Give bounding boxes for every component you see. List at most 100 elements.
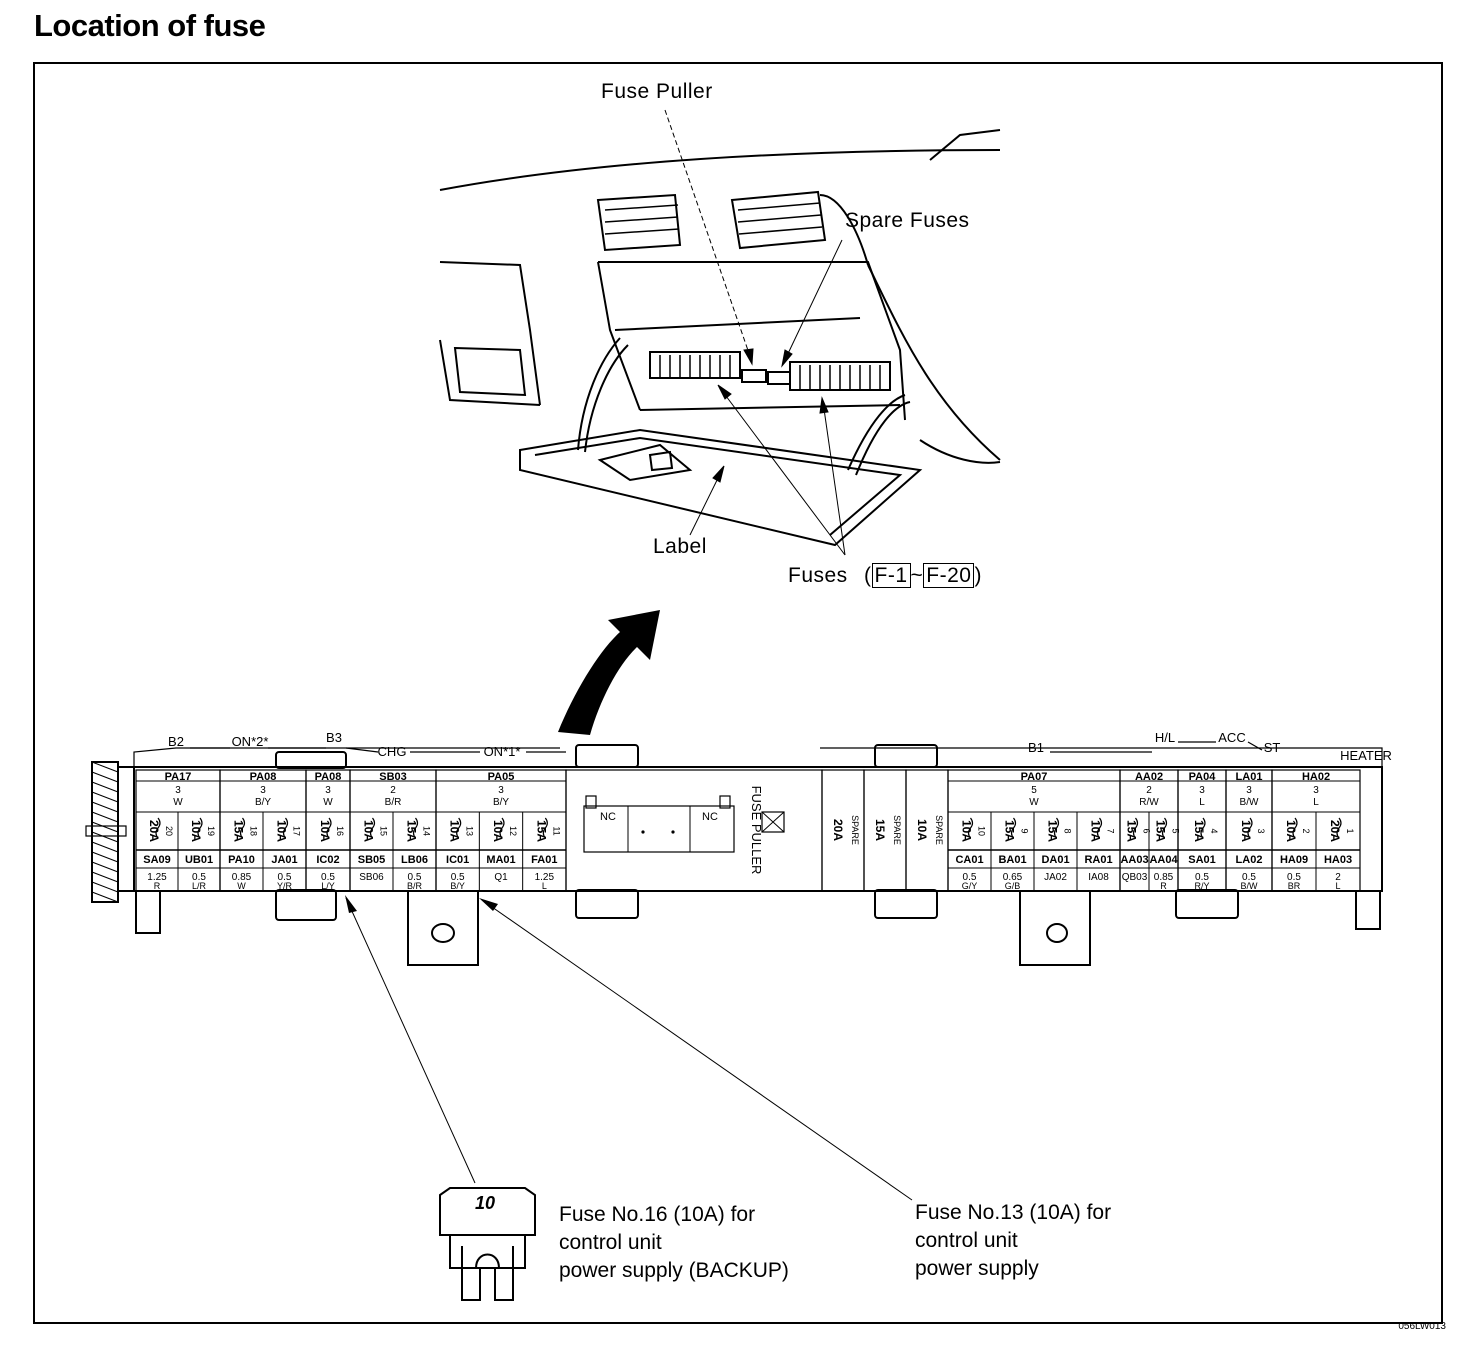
hatch-line (91, 891, 119, 903)
circuit-id: IC02 (316, 854, 339, 866)
wire-size: 0.85 (232, 872, 252, 883)
wire-size: 0.5 (451, 872, 465, 883)
fuse-range-start: F-1 (871, 563, 911, 588)
fuse-number: 5 (1171, 828, 1181, 833)
right-wire-color: W (1029, 797, 1039, 808)
wire-color: R/Y (1194, 881, 1209, 891)
bottom-tab-left (135, 890, 161, 934)
spare-label: SPARE (892, 815, 902, 845)
wire-color: L (1335, 881, 1340, 891)
fuse-number: 17 (292, 826, 302, 836)
fuse-amperage: 15A (405, 820, 419, 842)
spare-amperage: 20A (831, 819, 845, 841)
left-wire-color: B/R (385, 797, 402, 808)
wire-size: 2 (1335, 872, 1341, 883)
fuse-amperage: 10A (362, 820, 376, 842)
left-code: SB03 (379, 771, 407, 783)
fuse-puller-label: Fuse Puller (601, 80, 713, 103)
wire-size: 0.5 (278, 872, 292, 883)
nc-label-left: NC (600, 811, 616, 823)
wire-size: 0.5 (1242, 872, 1256, 883)
holder-dot (641, 830, 645, 834)
wire-color: R (1160, 881, 1167, 891)
circuit-id: HA03 (1324, 854, 1352, 866)
fuse-amperage: 15A (232, 820, 246, 842)
fuse-puller-holder (583, 805, 735, 853)
hatch-line (91, 771, 119, 783)
circuit-id: DA01 (1041, 854, 1069, 866)
nc-label-right: NC (702, 811, 718, 823)
fuse-number: 15 (379, 826, 389, 836)
wire-size: 0.5 (1195, 872, 1209, 883)
wire-color: B/Y (450, 881, 465, 891)
wire-size: Q1 (494, 872, 508, 883)
left-wire-color: B/Y (493, 797, 509, 808)
fuse13-callout: Fuse No.13 (10A) for control unit power … (915, 1201, 1112, 1280)
fuse-symbol (1132, 817, 1139, 839)
wire-size: IA08 (1088, 872, 1109, 883)
drawing-code: 056LW013 (1398, 1321, 1446, 1332)
right-wire-color: L (1313, 797, 1319, 808)
fuse-puller-text: FUSE PULLER (749, 786, 764, 875)
fuse-symbol (239, 817, 246, 839)
wire-size: 0.85 (1154, 872, 1174, 883)
curved-arrow-icon (558, 610, 660, 735)
fuse-symbol (1010, 817, 1017, 839)
fuse-number: 12 (508, 826, 518, 836)
fuse-symbol (1161, 817, 1168, 839)
fuse-amperage: 20A (147, 820, 161, 842)
left-code: PA08 (250, 771, 277, 783)
fuse-symbol (1096, 817, 1103, 839)
hatch-line (91, 861, 119, 873)
fuse-icon-label: 10 (475, 1193, 496, 1213)
circuit-id: RA01 (1084, 854, 1112, 866)
wire-color: BR (1288, 881, 1301, 891)
group-label-6: H/L (1155, 730, 1175, 745)
wire-size: 0.5 (408, 872, 422, 883)
fuse-amperage: 10A (1284, 820, 1298, 842)
circuit-id: AA04 (1149, 854, 1178, 866)
left-pins: 3 (498, 785, 504, 796)
fuse-amperage: 10A (1089, 820, 1103, 842)
holder-tab (585, 795, 597, 809)
group-label-0: B2 (168, 734, 184, 749)
group-label-7: ACC (1218, 730, 1245, 745)
hatch-line (91, 841, 119, 853)
left-wire-color: W (323, 797, 333, 808)
group-label-4: ON*1* (484, 744, 521, 759)
hatch-line (91, 761, 119, 773)
fuse-symbol (456, 817, 462, 839)
fuse-symbol (197, 817, 203, 839)
fuse-amperage: 15A (1154, 820, 1168, 842)
circuit-id: PA10 (228, 854, 255, 866)
right-pins: 5 (1031, 785, 1037, 796)
circuit-id: SB05 (358, 854, 386, 866)
fuse-symbol (369, 817, 376, 839)
left-code: PA08 (315, 771, 342, 783)
right-pins: 3 (1246, 785, 1252, 796)
hatch-line (91, 791, 119, 803)
left-code: PA17 (165, 771, 192, 783)
right-wire-color: B/W (1240, 797, 1259, 808)
fuse-symbol (1292, 817, 1298, 839)
wire-color: Y/R (277, 881, 293, 891)
fuse-amperage: 15A (1125, 820, 1139, 842)
group-label-3: CHG (378, 744, 407, 759)
hatch-line (91, 881, 119, 893)
fuse-amperage: 10A (189, 820, 203, 842)
group-label-5: B1 (1028, 740, 1044, 755)
fuse-symbol (499, 817, 505, 839)
fuse-amperage: 15A (1192, 820, 1206, 842)
left-pins: 2 (390, 785, 396, 796)
left-connector-pin (85, 825, 127, 837)
mount-hole-left (431, 923, 455, 943)
wire-color: W (237, 881, 246, 891)
right-code: HA02 (1302, 771, 1330, 783)
right-code: AA02 (1135, 771, 1163, 783)
fuse-amperage: 15A (534, 820, 548, 842)
clip (275, 889, 337, 921)
fuses-range-label: Fuses (F-1~F-20) (788, 563, 982, 588)
wire-size: 0.5 (1287, 872, 1301, 883)
fuse-number: 19 (206, 826, 216, 836)
left-code: PA05 (488, 771, 515, 783)
